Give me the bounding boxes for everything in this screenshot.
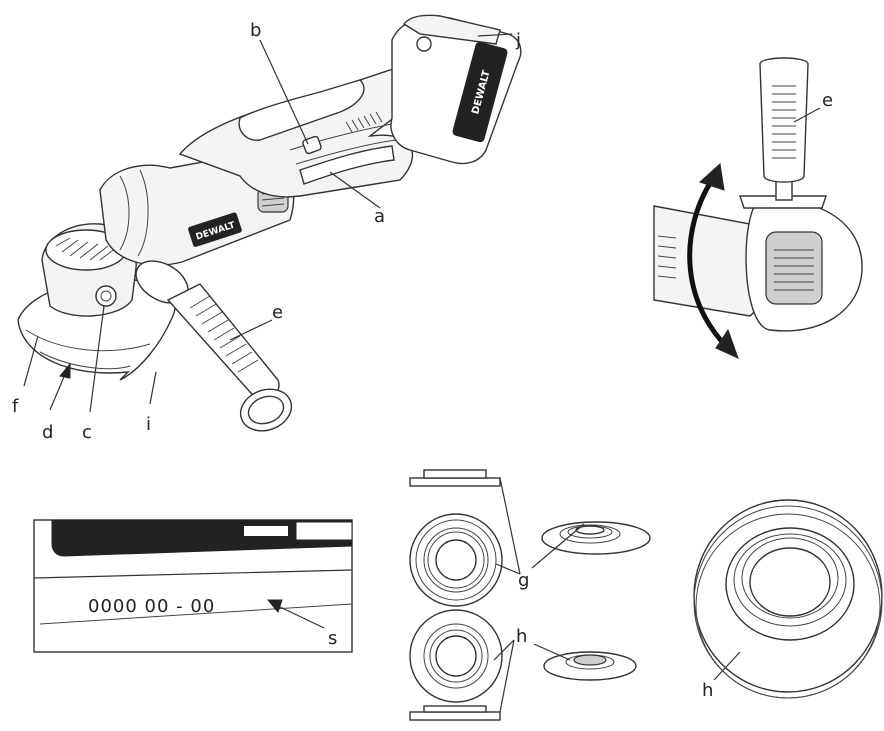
callout-e-main: e xyxy=(272,302,283,323)
inner-flange-closeup: h xyxy=(693,499,883,701)
grinder-logo-plate xyxy=(188,212,242,247)
serial-code: 0000 00 - 00 xyxy=(88,596,215,617)
pointer-arrow-icon xyxy=(49,362,71,411)
callout-j: j xyxy=(515,30,521,51)
battery-pack: DEWALT xyxy=(390,14,522,165)
callout-g: g xyxy=(518,570,529,591)
callout-s: s xyxy=(328,628,337,649)
callout-h-detail: h xyxy=(702,680,713,701)
rotation-arrow-icon xyxy=(687,163,739,359)
spindle-lock-button xyxy=(95,285,117,307)
callout-b: b xyxy=(250,20,261,41)
lock-off-lever xyxy=(302,135,322,155)
grip-texture xyxy=(345,111,383,133)
leader-lines xyxy=(23,33,513,413)
pointer-arrow-icon xyxy=(266,599,325,629)
side-handle xyxy=(135,260,293,432)
paddle-switch xyxy=(299,145,395,185)
angle-grinder-illustration: DEWALT DEWALT xyxy=(12,14,522,443)
callout-f: f xyxy=(12,396,19,417)
callout-h-flanges: h xyxy=(516,626,527,647)
callout-d: d xyxy=(42,422,53,443)
serial-number-label: 0000 00 - 00 s xyxy=(33,519,353,653)
flange-set-diagram: g h xyxy=(409,469,651,721)
callout-i: i xyxy=(146,414,151,435)
side-handle-rotation-detail: e xyxy=(653,57,863,359)
callout-c: c xyxy=(82,422,92,443)
callout-a: a xyxy=(374,206,385,227)
callout-e-detail: e xyxy=(822,90,833,111)
